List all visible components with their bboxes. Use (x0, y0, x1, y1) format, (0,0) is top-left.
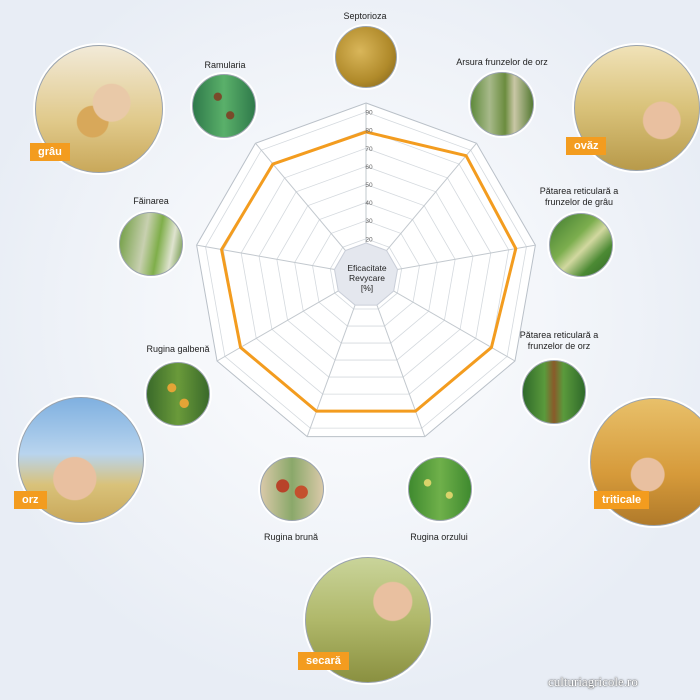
radar-point (464, 154, 468, 157)
disease-photo-patarea-orz (522, 360, 586, 424)
disease-label-rugina-bruna: Rugina brună (263, 532, 319, 542)
radar-center (333, 242, 399, 306)
crop-label-orz: orz (14, 491, 47, 509)
radial-tick-label: 40 (365, 200, 373, 207)
radar-series-line (220, 130, 518, 413)
radar-point (490, 346, 493, 349)
radar-point (514, 247, 517, 250)
radial-tick-label: 90 (365, 110, 373, 117)
radar-spoke (380, 244, 536, 273)
disease-photo-rugina-bruna (260, 457, 324, 521)
crop-label-triticale: triticale (594, 491, 650, 509)
chart-center-label: Eficacitate Revycare [%] (347, 263, 387, 293)
radar-point (315, 409, 318, 413)
disease-photo-septorioza (335, 26, 397, 88)
disease-label-arsura: Arsura frunzelor de orz (456, 57, 548, 67)
disease-photo-rugina-galbena (146, 362, 210, 426)
disease-photo-rugina-orzului (408, 457, 472, 521)
disease-label-septorioza: Septorioza (343, 11, 387, 21)
radial-tick-label: 20 (365, 236, 373, 243)
radar-point (414, 409, 417, 413)
radar-point (220, 248, 223, 251)
radial-tick-label: 50 (365, 182, 373, 189)
disease-photo-fainarea (119, 212, 183, 276)
radar-grid-ring (276, 184, 456, 361)
radar-grid-ring (312, 220, 420, 327)
disease-label-rugina-galbena: Rugina galbenă (146, 344, 210, 354)
disease-label-fainarea: Făinarea (133, 196, 169, 206)
disease-photo-patarea-grau (549, 213, 613, 277)
disease-photo-ramularia (192, 74, 256, 138)
crop-label-grau: grâu (30, 143, 70, 161)
radar-point (271, 162, 275, 166)
watermark: culturiagricole.ro (548, 674, 638, 689)
radar-spoke (374, 142, 477, 265)
radial-tick-label: 70 (365, 146, 373, 153)
crop-label-ovaz: ovăz (566, 137, 607, 155)
radar-point (364, 130, 368, 134)
radar-grid-ring (294, 202, 438, 344)
radial-tick-label: 80 (365, 128, 373, 135)
disease-label-ramularia: Ramularia (204, 60, 246, 70)
disease-label-rugina-orzului: Rugina orzului (410, 532, 468, 542)
radar-grid-ring (240, 147, 492, 395)
radar-grid-ring (258, 165, 474, 378)
disease-photo-arsura (470, 72, 534, 136)
radial-tick-label: 30 (365, 218, 373, 225)
radar-point (239, 346, 242, 349)
radar-grid-ring (205, 111, 527, 429)
radar-grid-ring (329, 238, 403, 310)
radial-tick-label: 60 (365, 164, 373, 171)
crop-label-secara: secară (298, 652, 349, 670)
